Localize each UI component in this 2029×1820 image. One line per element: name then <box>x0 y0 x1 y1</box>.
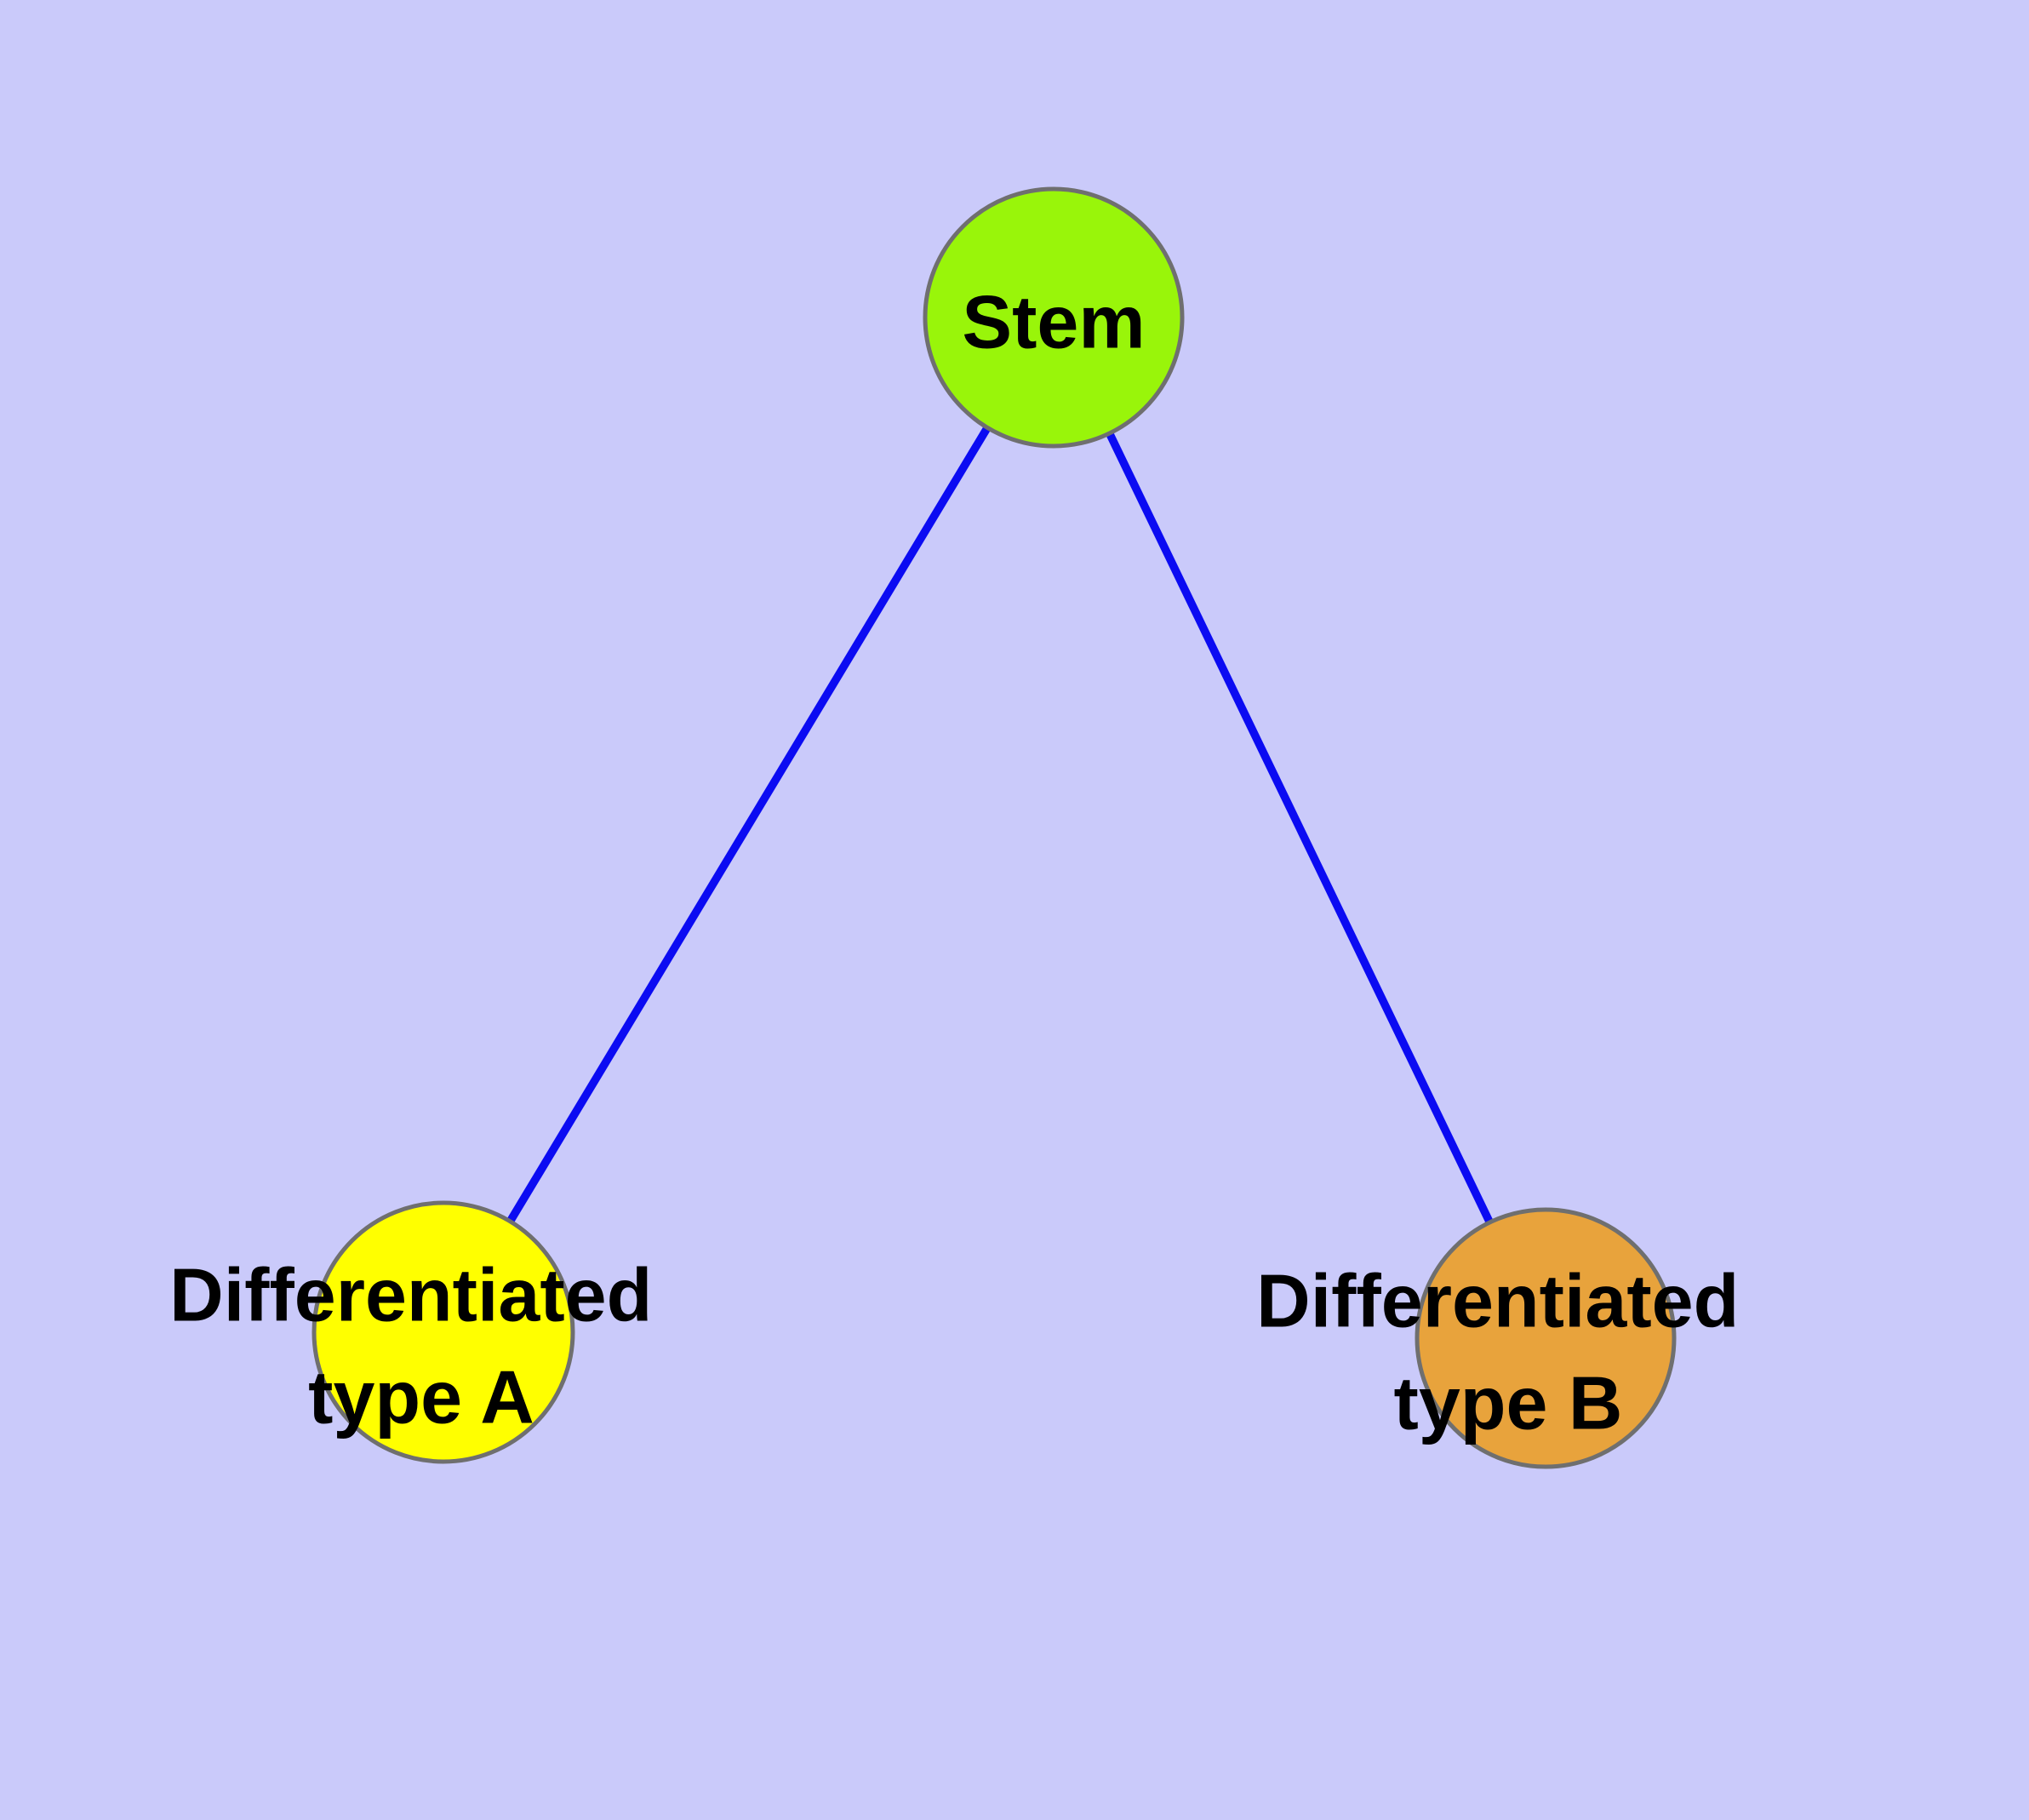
node-stem-label: Stem <box>962 280 1145 364</box>
edge-stem-to-type-a <box>439 315 1058 1335</box>
node-type-a-label-line1: Differentiated <box>169 1253 652 1337</box>
node-type-b-label-line1: Differentiated <box>1256 1259 1739 1343</box>
node-type-a-label-line2: type A <box>308 1355 534 1439</box>
edge-stem-to-type-b <box>1049 315 1550 1341</box>
node-type-b-label-line2: type B <box>1394 1361 1623 1445</box>
node-type-b-label: Differentiated type B <box>1256 1233 1760 1445</box>
node-differentiated-type-a <box>311 1200 575 1464</box>
node-type-a-label: Differentiated type A <box>169 1227 673 1439</box>
node-differentiated-type-b <box>1415 1207 1677 1469</box>
node-stem <box>923 186 1185 449</box>
